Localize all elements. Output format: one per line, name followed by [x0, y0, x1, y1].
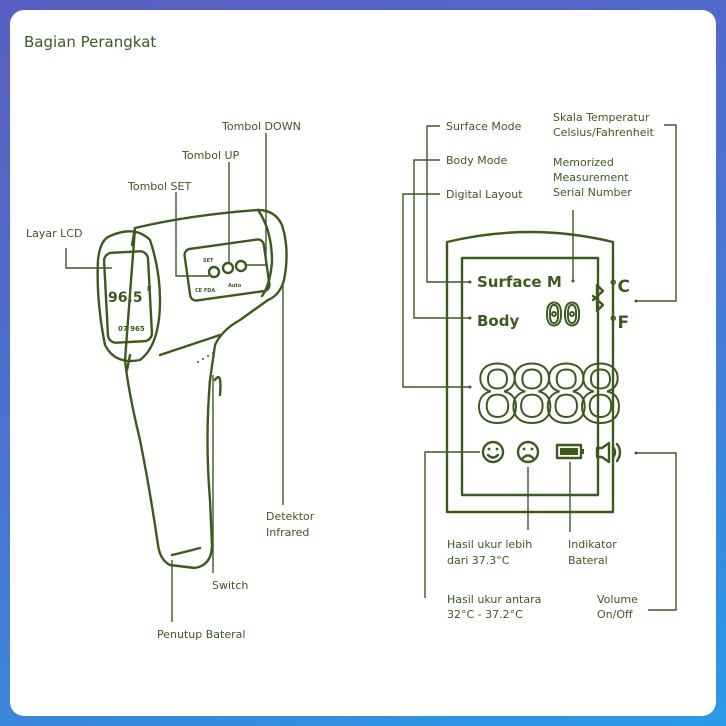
label-high-1: Hasil ukur lebih	[447, 538, 532, 551]
label-battery-2: Bateral	[568, 554, 608, 567]
lcd-memory-number: 00	[545, 298, 581, 333]
label-memo-3: Serial Number	[553, 186, 632, 199]
label-down-button: Tombol DOWN	[221, 120, 301, 133]
label-normal-2: 32°C - 37.2°C	[447, 608, 523, 621]
label-battery-1: Indikator	[568, 538, 617, 551]
gun-lcd-memory: 07 965	[118, 325, 145, 333]
lcd-fahrenheit: °F	[609, 313, 629, 333]
label-scale-1: Skala Temperatur	[553, 111, 650, 124]
lcd-main-digits: 8888	[474, 351, 624, 441]
label-normal-1: Hasil ukur antara	[447, 593, 541, 606]
label-memo-2: Measurement	[553, 171, 629, 184]
gun-lcd-unit: F	[147, 285, 152, 293]
speaker-icon	[595, 441, 622, 464]
lcd-surface-mode: Surface M	[477, 273, 562, 291]
happy-face-icon	[481, 440, 505, 464]
label-body-mode: Body Mode	[446, 154, 507, 167]
thermometer-gun-drawing: 96.5 F 07 965 SET CE FDA Auto	[96, 208, 288, 570]
gun-lcd-reading: 96.5	[108, 290, 143, 306]
label-high-2: dari 37.3°C	[447, 554, 510, 567]
sad-face-icon	[516, 440, 540, 464]
label-up-button: Tombol UP	[181, 149, 240, 162]
label-battery-cover: Penutup Bateral	[157, 628, 245, 641]
label-digital-layout: Digital Layout	[446, 188, 523, 201]
lcd-body-mode: Body	[477, 312, 519, 330]
label-volume-2: On/Off	[597, 608, 633, 621]
lcd-detail: Surface M Body 00 °C °F 8888	[445, 230, 630, 514]
label-lcd: Layar LCD	[26, 227, 82, 240]
label-surface-mode: Surface Mode	[446, 120, 522, 133]
label-scale-2: Celsius/Fahrenheit	[553, 126, 655, 139]
label-detector-1: Detektor	[266, 510, 315, 523]
gun-auto-label: Auto	[228, 283, 242, 289]
gun-set-label: SET	[203, 258, 214, 264]
gun-cert-label: CE FDA	[195, 288, 215, 294]
label-detector-2: Infrared	[266, 526, 309, 539]
label-volume-1: Volume	[597, 593, 638, 606]
battery-icon	[555, 443, 584, 460]
bluetooth-icon	[591, 283, 605, 313]
page-title: Bagian Perangkat	[24, 33, 156, 51]
label-switch: Switch	[212, 579, 248, 592]
lcd-celsius: °C	[609, 277, 630, 297]
label-memo-1: Memorized	[553, 156, 614, 169]
label-set-button: Tombol SET	[127, 180, 191, 193]
